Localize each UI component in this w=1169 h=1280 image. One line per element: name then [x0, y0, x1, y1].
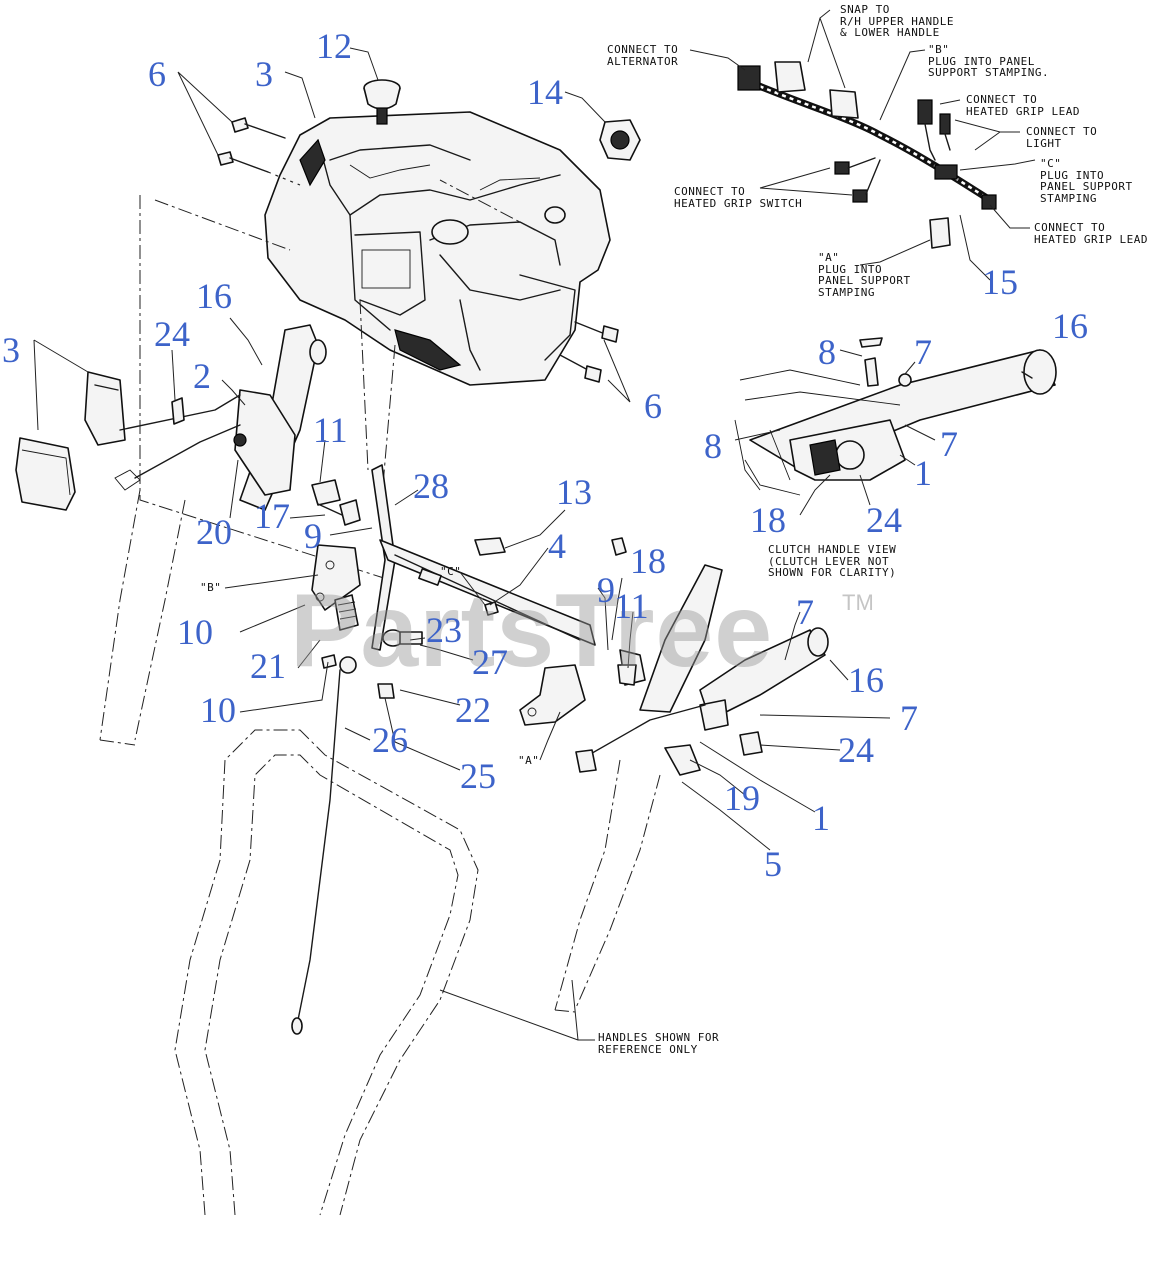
- part-number-24: 24: [866, 500, 902, 540]
- part-number-16: 16: [196, 276, 232, 316]
- reference-a: "A": [518, 754, 540, 767]
- part-number-11: 11: [313, 410, 348, 450]
- part-number-9: 9: [304, 516, 322, 556]
- light-socket: [599, 119, 641, 161]
- part-number-25: 25: [460, 756, 496, 796]
- part-number-11: 11: [614, 586, 649, 626]
- part-number-14: 14: [527, 72, 563, 112]
- cable-26: [291, 669, 341, 1035]
- part-number-5: 5: [764, 844, 782, 884]
- part-number-7: 7: [796, 592, 814, 632]
- screws-6-top: [217, 117, 301, 186]
- part-number-24: 24: [154, 314, 190, 354]
- part-number-4: 4: [548, 526, 566, 566]
- part-number-18: 18: [630, 541, 666, 581]
- reference-c: "C": [440, 565, 462, 578]
- part-number-3: 3: [2, 330, 20, 370]
- clutch-handle-view: [734, 337, 1057, 496]
- bolts-22-23-25: [321, 629, 423, 699]
- dash-panel-cover: [264, 111, 611, 386]
- part-number-17: 17: [254, 496, 290, 536]
- part-number-15: 15: [982, 262, 1018, 302]
- lamp-3: [15, 371, 126, 511]
- part-number-7: 7: [914, 332, 932, 372]
- part-number-3: 3: [255, 54, 273, 94]
- screws-6-right: [559, 321, 619, 383]
- right-lower-handle: [554, 759, 661, 1013]
- part-number-2: 2: [193, 356, 211, 396]
- part-number-9: 9: [597, 570, 615, 610]
- panel-support: [311, 464, 596, 726]
- lower-handle-frame: [174, 729, 479, 1216]
- part-number-13: 13: [556, 472, 592, 512]
- part-number-27: 27: [472, 642, 508, 682]
- ignition-switch: [311, 479, 361, 526]
- shift-knob: [363, 79, 401, 125]
- part-number-1: 1: [914, 453, 932, 493]
- reference-lines: [139, 179, 536, 581]
- part-number-6: 6: [644, 386, 662, 426]
- part-number-28: 28: [413, 466, 449, 506]
- part-number-7: 7: [900, 698, 918, 738]
- part-number-22: 22: [455, 690, 491, 730]
- trademark-mark: TM: [842, 590, 874, 615]
- part-number-10: 10: [177, 612, 213, 652]
- part-number-24: 24: [838, 730, 874, 770]
- leader-lines: [33, 9, 1036, 1041]
- part-number-6: 6: [148, 54, 166, 94]
- left-lower-handle: [99, 489, 186, 746]
- wiring-harness: [737, 61, 997, 249]
- part-number-10: 10: [200, 690, 236, 730]
- part-number-23: 23: [426, 610, 462, 650]
- part-number-20: 20: [196, 512, 232, 552]
- part-number-16: 16: [848, 660, 884, 700]
- part-number-8: 8: [704, 426, 722, 466]
- part-number-1: 1: [812, 798, 830, 838]
- part-number-12: 12: [316, 26, 352, 66]
- part-number-18: 18: [750, 500, 786, 540]
- part-number-8: 8: [818, 332, 836, 372]
- part-number-26: 26: [372, 720, 408, 760]
- part-number-19: 19: [724, 778, 760, 818]
- reference-b: "B": [200, 581, 222, 594]
- right-upper-handle: [575, 537, 829, 776]
- watermark: PartsTree: [290, 573, 774, 689]
- part-number-21: 21: [250, 646, 286, 686]
- part-number-7: 7: [940, 424, 958, 464]
- part-number-16: 16: [1052, 306, 1088, 346]
- left-upper-handle: [114, 324, 327, 511]
